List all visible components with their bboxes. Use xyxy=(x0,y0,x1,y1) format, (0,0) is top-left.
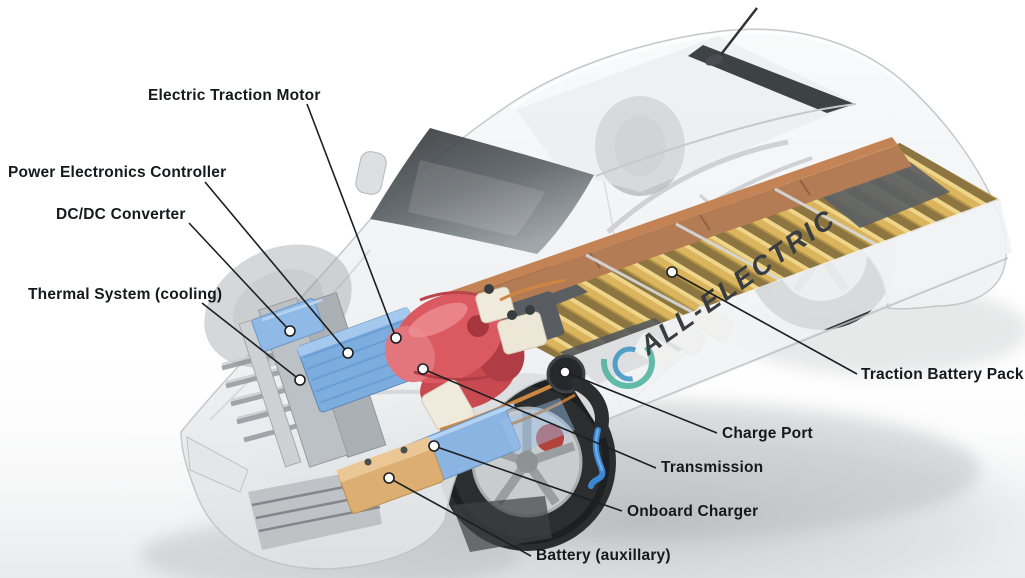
antenna xyxy=(705,7,758,66)
leader-electric-traction-motor xyxy=(306,103,397,339)
leader-thermal-system xyxy=(201,302,301,381)
label-onboard-charger: Onboard Charger xyxy=(627,503,759,520)
label-thermal-system: Thermal System (cooling) xyxy=(28,286,223,303)
dot-traction-battery-pack xyxy=(666,266,678,278)
rear-window xyxy=(688,45,855,113)
label-power-electronics-controller: Power Electronics Controller xyxy=(8,164,227,181)
brand-logo-swirl xyxy=(601,335,655,389)
label-dcdc-converter: DC/DC Converter xyxy=(56,206,186,223)
leader-onboard-charger xyxy=(433,445,623,512)
label-transmission: Transmission xyxy=(661,459,764,476)
label-traction-battery-pack: Traction Battery Pack xyxy=(861,366,1024,383)
dot-thermal-system xyxy=(294,374,306,386)
leader-lines xyxy=(188,103,858,557)
glasshouse xyxy=(516,36,857,397)
windshield xyxy=(370,128,594,254)
leader-dcdc-converter xyxy=(188,222,291,332)
roof-highlight xyxy=(511,30,901,110)
label-charge-port: Charge Port xyxy=(722,425,813,442)
battery-module-dark-rear xyxy=(820,162,950,228)
bumper-intake xyxy=(452,496,552,552)
side-mirror xyxy=(355,151,387,195)
beltline xyxy=(595,103,857,177)
callout-dots xyxy=(284,266,678,484)
dot-electric-traction-motor xyxy=(390,332,402,344)
brake-caliper xyxy=(536,424,564,452)
traction-battery-pack xyxy=(448,137,1000,384)
dot-power-electronics-controller xyxy=(342,347,354,359)
leader-transmission xyxy=(422,368,657,469)
dcdc-converter xyxy=(251,298,325,352)
label-auxiliary-battery: Battery (auxillary) xyxy=(536,547,671,564)
dot-dcdc-converter xyxy=(284,325,296,337)
dot-charge-port xyxy=(559,366,571,378)
headlight xyxy=(186,436,249,493)
coolant-reservoirs xyxy=(421,284,548,435)
label-electric-traction-motor: Electric Traction Motor xyxy=(148,87,321,104)
leader-auxiliary-battery xyxy=(388,477,532,557)
leader-charge-port xyxy=(564,371,718,434)
electric-traction-motor xyxy=(385,291,525,412)
charge-plug xyxy=(571,377,609,439)
rocker-sill xyxy=(556,198,1012,425)
leader-power-electronics-controller xyxy=(204,181,349,354)
dot-transmission xyxy=(417,363,429,375)
dot-onboard-charger xyxy=(428,440,440,452)
dot-auxiliary-battery xyxy=(383,472,395,484)
leader-traction-battery-pack xyxy=(671,271,858,375)
